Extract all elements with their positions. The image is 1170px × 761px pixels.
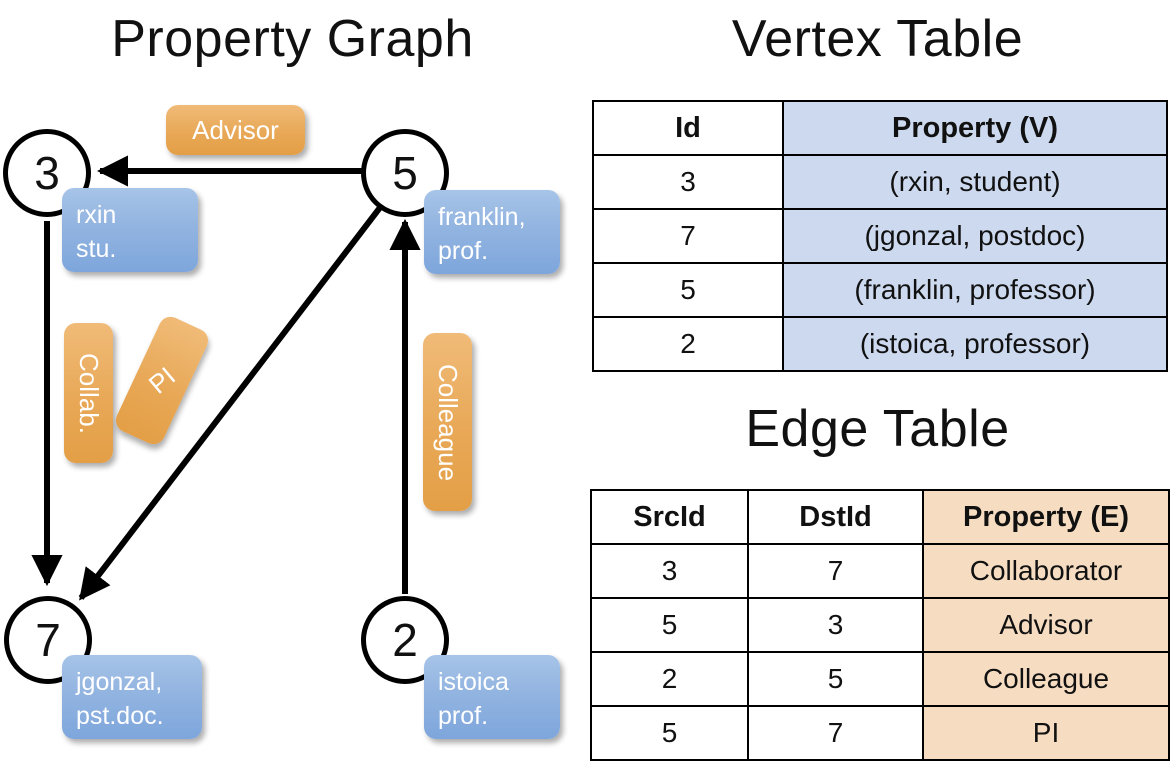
table-row[interactable]: 2 5 Colleague bbox=[590, 651, 1170, 707]
vertex-table: Id Property (V) 3 (rxin, student) 7 (jgo… bbox=[592, 100, 1168, 372]
vertex-property-box-7: jgonzal, pst.doc. bbox=[62, 655, 202, 739]
edge-table-header-row: SrcId DstId Property (E) bbox=[590, 489, 1170, 545]
edge-cell-src: 3 bbox=[590, 543, 749, 599]
graph-node-5[interactable]: 5 bbox=[361, 129, 449, 217]
edge-label-pi: PI bbox=[142, 360, 181, 400]
vertex-property-box-7-line2: pst.doc. bbox=[76, 702, 164, 730]
page-title-edge-table: Edge Table bbox=[745, 400, 1010, 458]
edge-cell-src: 5 bbox=[590, 705, 749, 761]
vertex-property-box-3-line2: stu. bbox=[76, 235, 117, 263]
edge-cell-src: 2 bbox=[590, 651, 749, 707]
vertex-property-box-2: istoica prof. bbox=[424, 655, 560, 739]
vertex-cell-id: 7 bbox=[592, 208, 784, 264]
edge-cell-dst: 7 bbox=[747, 705, 924, 761]
table-row[interactable]: 3 (rxin, student) bbox=[592, 154, 1168, 210]
table-row[interactable]: 5 3 Advisor bbox=[590, 597, 1170, 653]
page-title-vertex-table: Vertex Table bbox=[731, 10, 1024, 68]
edge-label-box-advisor: Advisor bbox=[166, 105, 305, 155]
vertex-cell-property: (franklin, professor) bbox=[782, 262, 1168, 318]
edge-cell-property: Advisor bbox=[922, 597, 1170, 653]
edge-table-header-property: Property (E) bbox=[922, 489, 1170, 545]
graph-edge-arrows bbox=[31, 155, 421, 601]
graph-node-2-label: 2 bbox=[392, 614, 418, 666]
graph-node-5-label: 5 bbox=[392, 147, 418, 199]
vertex-table-header-id: Id bbox=[592, 100, 784, 156]
edge-table-header-dstid: DstId bbox=[747, 489, 924, 545]
edge-label-box-collab: Collab. bbox=[64, 323, 113, 463]
property-graph-diagram: 3 5 7 2 rxin stu. franklin, prof. jgonza… bbox=[0, 0, 585, 760]
table-row[interactable]: 3 7 Collaborator bbox=[590, 543, 1170, 599]
vertex-property-box-2-line1: istoica bbox=[438, 668, 509, 696]
page-title-property-graph: Property Graph bbox=[111, 10, 474, 68]
table-row[interactable]: 5 7 PI bbox=[590, 705, 1170, 761]
edge-table: SrcId DstId Property (E) 3 7 Collaborato… bbox=[590, 489, 1170, 761]
vertex-cell-property: (istoica, professor) bbox=[782, 316, 1168, 372]
vertex-property-box-5-line1: franklin, bbox=[438, 203, 526, 231]
vertex-property-box-2-line2: prof. bbox=[438, 702, 489, 730]
graph-node-2[interactable]: 2 bbox=[361, 596, 449, 684]
edge-cell-dst: 3 bbox=[747, 597, 924, 653]
vertex-property-box-3: rxin stu. bbox=[62, 188, 198, 272]
table-row[interactable]: 2 (istoica, professor) bbox=[592, 316, 1168, 372]
vertex-table-header-row: Id Property (V) bbox=[592, 100, 1168, 156]
edge-cell-property: Collaborator bbox=[922, 543, 1170, 599]
vertex-property-box-5: franklin, prof. bbox=[424, 190, 560, 274]
edge-label-box-colleague: Colleague bbox=[423, 333, 472, 511]
edge-cell-dst: 7 bbox=[747, 543, 924, 599]
vertex-table-header-property: Property (V) bbox=[782, 100, 1168, 156]
vertex-property-box-7-line1: jgonzal, bbox=[76, 668, 163, 696]
vertex-property-box-5-line2: prof. bbox=[438, 237, 489, 265]
edge-label-advisor: Advisor bbox=[192, 114, 279, 145]
graph-node-3-label: 3 bbox=[34, 147, 60, 199]
table-row[interactable]: 7 (jgonzal, postdoc) bbox=[592, 208, 1168, 264]
graph-node-7-label: 7 bbox=[35, 614, 61, 666]
edge-label-collab: Collab. bbox=[74, 352, 104, 434]
edge-arrow-5-to-7 bbox=[78, 203, 385, 601]
edge-cell-property: Colleague bbox=[922, 651, 1170, 707]
edge-cell-src: 5 bbox=[590, 597, 749, 653]
vertex-cell-id: 2 bbox=[592, 316, 784, 372]
vertex-property-box-3-line1: rxin bbox=[76, 201, 117, 229]
vertex-cell-id: 5 bbox=[592, 262, 784, 318]
vertex-cell-property: (rxin, student) bbox=[782, 154, 1168, 210]
edge-cell-property: PI bbox=[922, 705, 1170, 761]
edge-label-colleague: Colleague bbox=[433, 363, 463, 481]
edge-table-header-srcid: SrcId bbox=[590, 489, 749, 545]
edge-cell-dst: 5 bbox=[747, 651, 924, 707]
vertex-cell-property: (jgonzal, postdoc) bbox=[782, 208, 1168, 264]
table-row[interactable]: 5 (franklin, professor) bbox=[592, 262, 1168, 318]
vertex-cell-id: 3 bbox=[592, 154, 784, 210]
